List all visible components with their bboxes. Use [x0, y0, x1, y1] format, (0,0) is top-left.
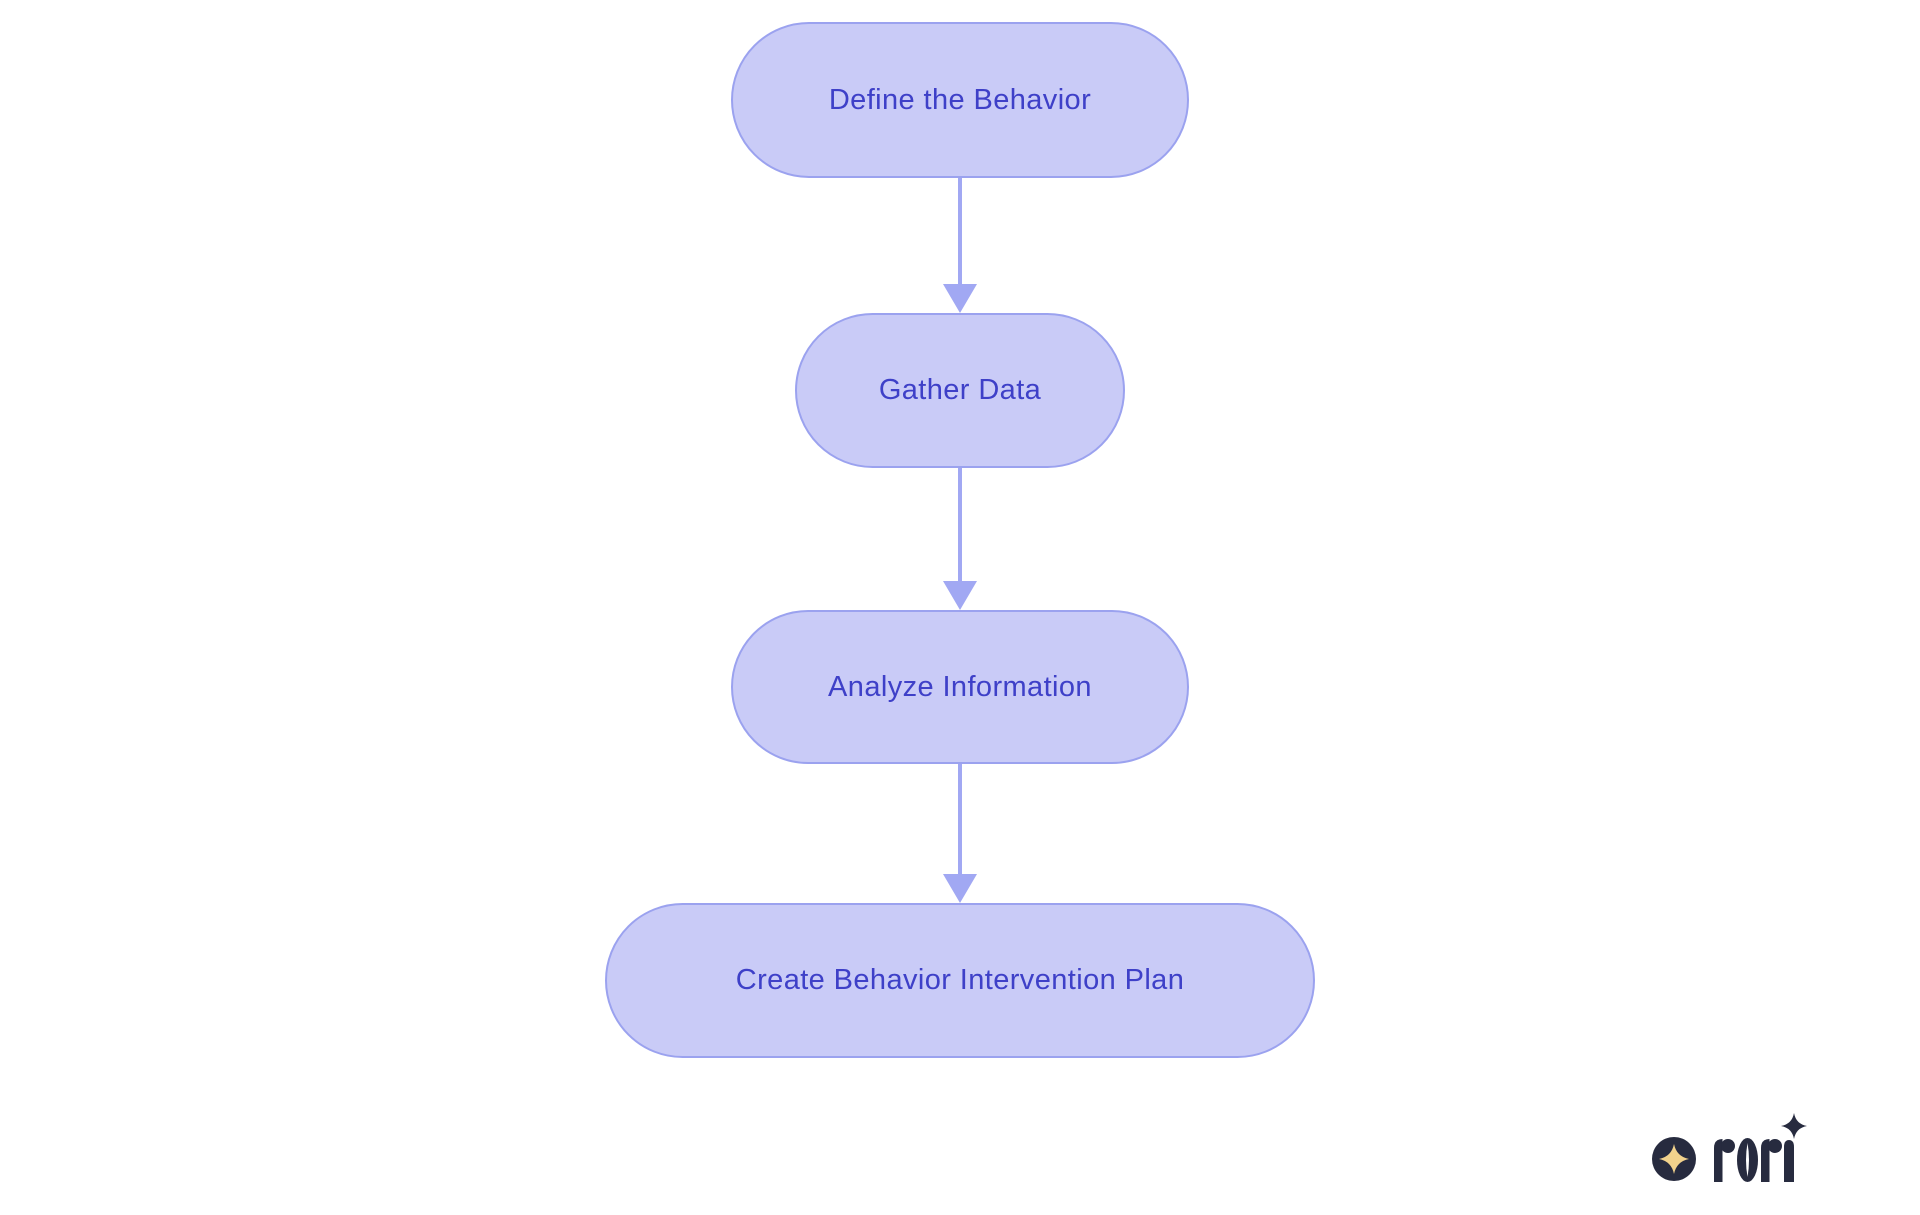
flow-node-label: Gather Data — [878, 374, 1042, 406]
flow-node-label: Define the Behavior — [828, 83, 1092, 116]
logo-star-icon — [1781, 1113, 1807, 1139]
flow-arrow-stem — [958, 178, 962, 284]
arrow-down-icon — [943, 874, 977, 903]
arrow-down-icon — [943, 284, 977, 313]
flow-arrow-stem — [958, 764, 962, 874]
logo-wordmark — [1714, 1138, 1794, 1182]
flow-node-label: Create Behavior Intervention Plan — [735, 964, 1185, 996]
flow-arrow-stem — [958, 468, 962, 581]
flow-node-label: Analyze Information — [828, 670, 1092, 703]
flow-node-define-the-behavior: Define the Behavior — [731, 22, 1189, 178]
arrow-down-icon — [943, 581, 977, 610]
flow-node-analyze-information: Analyze Information — [731, 610, 1189, 764]
sparkle-badge-icon — [1652, 1137, 1696, 1181]
rori-logo — [1652, 1113, 1807, 1182]
flow-node-gather-data: Gather Data — [795, 313, 1125, 468]
flow-node-create-behavior-intervention-plan: Create Behavior Intervention Plan — [605, 903, 1315, 1058]
